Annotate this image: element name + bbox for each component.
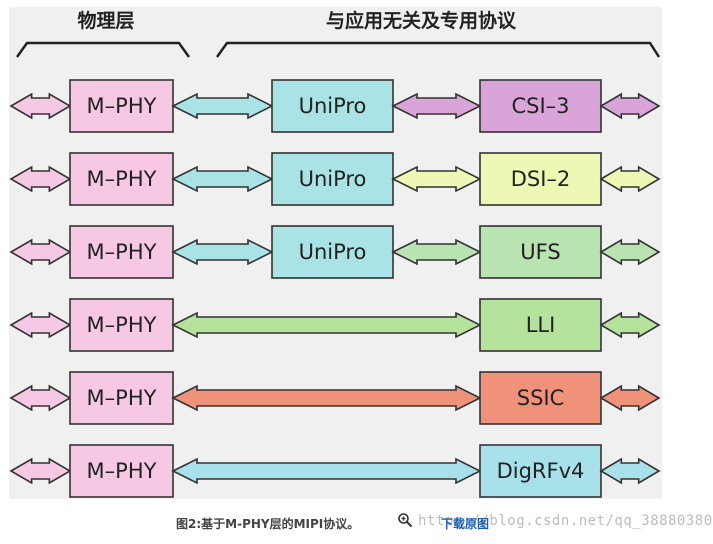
physical-layer-brace: [15, 41, 191, 58]
phy-unipro-arrow: [171, 165, 274, 193]
phy-unipro-arrow: [171, 238, 274, 266]
right-edge-arrow: [599, 92, 661, 120]
m-phy-box-label: M–PHY: [87, 459, 157, 483]
m-phy-box: M–PHY: [69, 371, 174, 425]
unipro-box: UniPro: [271, 79, 394, 133]
protocol-box: SSIC: [479, 371, 602, 425]
protocol-row: M–PHY SSIC: [9, 371, 661, 425]
left-edge-arrow: [9, 165, 72, 193]
m-phy-box: M–PHY: [69, 79, 174, 133]
left-edge-arrow: [9, 384, 72, 412]
unipro-protocol-arrow: [391, 92, 482, 120]
protocol-box-label: DSI–2: [511, 167, 571, 191]
phy-protocol-arrow: [171, 457, 482, 485]
protocol-row: M–PHY UniPro CSI–3: [9, 79, 661, 133]
right-edge-arrow: [599, 238, 661, 266]
m-phy-box: M–PHY: [69, 225, 174, 279]
protocol-row: M–PHY LLI: [9, 298, 661, 352]
app-protocols-brace: [215, 41, 661, 58]
m-phy-box-label: M–PHY: [87, 386, 157, 410]
right-edge-arrow: [599, 457, 661, 485]
unipro-box-label: UniPro: [299, 167, 367, 191]
download-original-link[interactable]: 下载原图: [441, 517, 490, 531]
m-phy-box-label: M–PHY: [87, 240, 157, 264]
unipro-protocol-arrow: [391, 165, 482, 193]
protocol-box: LLI: [479, 298, 602, 352]
protocol-box-label: DigRFv4: [497, 459, 585, 483]
unipro-box-label: UniPro: [299, 94, 367, 118]
right-edge-arrow: [599, 165, 661, 193]
zoom-in-icon[interactable]: [397, 512, 413, 528]
protocol-box-label: UFS: [520, 240, 560, 264]
m-phy-box: M–PHY: [69, 152, 174, 206]
protocol-row: M–PHY UniPro UFS: [9, 225, 661, 279]
unipro-box: UniPro: [271, 152, 394, 206]
protocol-box: CSI–3: [479, 79, 602, 133]
m-phy-box-label: M–PHY: [87, 167, 157, 191]
phy-protocol-arrow: [171, 311, 482, 339]
app-protocols-header: 与应用无关及专用协议: [326, 9, 517, 32]
right-edge-arrow: [599, 311, 661, 339]
unipro-box: UniPro: [271, 225, 394, 279]
m-phy-box-label: M–PHY: [87, 313, 157, 337]
watermark-text: https://blog.csdn.net/qq_38880380: [418, 513, 713, 529]
protocol-row: M–PHY DigRFv4: [9, 444, 661, 498]
right-edge-arrow: [599, 384, 661, 412]
physical-layer-header: 物理层: [77, 9, 134, 32]
protocol-box: DigRFv4: [479, 444, 602, 498]
left-edge-arrow: [9, 311, 72, 339]
protocol-box-label: LLI: [526, 313, 556, 337]
phy-protocol-arrow: [171, 384, 482, 412]
protocol-box-label: CSI–3: [511, 94, 569, 118]
left-edge-arrow: [9, 238, 72, 266]
m-phy-box-label: M–PHY: [87, 94, 157, 118]
m-phy-box: M–PHY: [69, 298, 174, 352]
figure-caption: 图2:基于M-PHY层的MIPI协议。 https://blog.csdn.ne…: [0, 510, 712, 534]
protocol-box: DSI–2: [479, 152, 602, 206]
left-edge-arrow: [9, 92, 72, 120]
protocol-box-label: SSIC: [517, 386, 565, 410]
caption-text: 图2:基于M-PHY层的MIPI协议。: [176, 517, 360, 531]
unipro-protocol-arrow: [391, 238, 482, 266]
unipro-box-label: UniPro: [299, 240, 367, 264]
protocol-box: UFS: [479, 225, 602, 279]
phy-unipro-arrow: [171, 92, 274, 120]
m-phy-box: M–PHY: [69, 444, 174, 498]
protocol-row: M–PHY UniPro DSI–2: [9, 152, 661, 206]
left-edge-arrow: [9, 457, 72, 485]
